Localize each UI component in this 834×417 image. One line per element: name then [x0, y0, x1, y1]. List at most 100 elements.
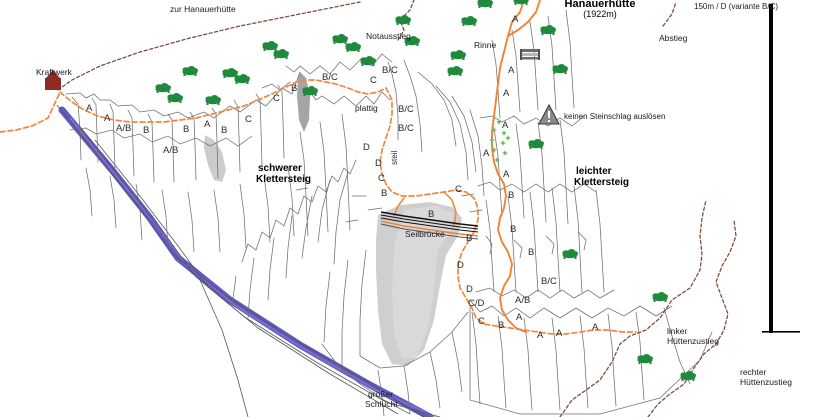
tree-icon: [461, 16, 477, 26]
grade-label: A: [503, 169, 510, 180]
tree-icon: [273, 49, 289, 59]
grade-label: B: [498, 320, 505, 331]
trail-zur-hanauerhuette: [57, 1, 361, 91]
place-label-rechter-huettenzustieg-1: rechter: [740, 367, 767, 377]
route-connectors: [393, 191, 457, 227]
place-label-kraftwerk: Kraftwerk: [36, 67, 72, 77]
grade-label: A: [592, 322, 599, 333]
grade-label: D: [466, 284, 473, 295]
grade-label: A/B: [163, 145, 179, 156]
grass-icon: [500, 140, 506, 146]
tree-icon: [167, 93, 183, 103]
grade-label: C: [478, 316, 485, 327]
route-schwerer-klettersteig: [0, 79, 637, 335]
tree-icon: [345, 42, 361, 52]
grade-label: A/B: [116, 123, 132, 134]
map-subtitle: (1922m): [583, 9, 617, 19]
trail-rechter-huettenzustieg: [647, 219, 737, 417]
place-label-grosser-schlucht-2: Schlucht: [365, 399, 398, 409]
grade-label: B: [381, 188, 388, 199]
grade-label: B: [528, 247, 535, 258]
grade-label: C: [273, 93, 280, 104]
tree-icon: [513, 0, 529, 5]
grade-label: B: [510, 224, 517, 235]
grade-label: C: [245, 114, 252, 125]
rock-shading: [204, 72, 462, 366]
grade-label: A: [537, 330, 544, 341]
tree-icon: [234, 74, 250, 84]
grade-label: B/C: [382, 65, 398, 76]
tree-icon: [552, 64, 568, 74]
tree-icon: [262, 41, 278, 51]
grade-label: D: [363, 142, 370, 153]
terrain-lines: [65, 9, 713, 417]
tree-icon: [680, 371, 696, 381]
tree-icon: [528, 139, 544, 149]
place-label-plattig: plattig: [355, 103, 378, 113]
variant-note: 150m / D (variante B/C): [694, 2, 779, 11]
grade-label: D: [457, 260, 464, 271]
grade-label: B: [291, 83, 298, 94]
place-label-seilbruecke: Seilbrücke: [405, 229, 445, 239]
grade-label: A: [503, 88, 510, 99]
grade-label: B/C: [322, 72, 338, 83]
place-label-notausstieg: Notausstieg: [366, 31, 411, 41]
river-banks: [56, 104, 441, 417]
scale-bar: [762, 4, 800, 333]
tree-icon: [447, 66, 463, 76]
grade-label: B: [183, 124, 190, 135]
tree-icon: [652, 292, 668, 302]
grade-label: C: [378, 173, 385, 184]
place-label-steil: steil: [390, 150, 399, 165]
tree-icon: [450, 50, 466, 60]
tree-icon: [637, 354, 653, 364]
grass-icon: [505, 135, 511, 141]
grade-label: A: [502, 120, 509, 131]
tree-icon: [562, 249, 578, 259]
hiking-trails: [57, 0, 737, 417]
grade-label: B: [508, 190, 515, 201]
grade-label: A: [508, 65, 515, 76]
place-label-zur-hanauerhuette: zur Hanauerhütte: [170, 4, 236, 14]
place-label-rechter-huettenzustieg-2: Hüttenzustieg: [740, 377, 792, 387]
route-name-schwerer-line1: schwerer: [258, 163, 302, 174]
grade-label: B/C: [398, 123, 414, 134]
rockfall-warning-note: keinen Steinschlag auslösen: [564, 112, 666, 121]
tree-icon: [540, 25, 556, 35]
warning-triangle-icon: [538, 103, 560, 125]
tree-icon: [155, 83, 171, 93]
trail-abstieg: [662, 1, 677, 27]
route-name-schwerer-line2: Klettersteig: [256, 174, 312, 185]
grade-label: B/C: [541, 276, 557, 287]
grade-label: B/C: [398, 104, 414, 115]
grade-label: C/D: [468, 298, 485, 309]
place-label-grosser-schlucht-1: großer: [368, 389, 394, 399]
building-icon: [45, 70, 61, 90]
place-label-abstieg: Abstieg: [659, 33, 688, 43]
tree-icon: [205, 95, 221, 105]
grade-label: B: [143, 125, 150, 136]
place-label-linker-huettenzustieg-2: Hüttenzustieg: [667, 336, 719, 346]
grade-label: A: [512, 14, 519, 25]
tree-icon: [395, 15, 411, 25]
route-name-leichter-line2: Klettersteig: [574, 177, 630, 188]
trail-linker-huettenzustieg: [559, 199, 707, 417]
ladder-icon: [520, 49, 540, 60]
river: [58, 106, 437, 417]
grade-label: B: [221, 125, 228, 136]
tree-icon: [182, 66, 198, 76]
grade-label: A: [86, 103, 93, 114]
grass-icon: [502, 150, 508, 156]
grade-label: A: [204, 119, 211, 130]
grade-label: B: [428, 209, 435, 220]
grade-label: B: [466, 233, 473, 244]
tree-icon: [332, 34, 348, 44]
route-leichter-klettersteig: [491, 0, 541, 333]
tree-icon: [477, 0, 493, 8]
grass-icon: [489, 137, 495, 143]
grade-label: C: [455, 184, 462, 195]
place-label-rinne: Rinne: [474, 40, 497, 50]
grade-label: A: [516, 312, 523, 323]
